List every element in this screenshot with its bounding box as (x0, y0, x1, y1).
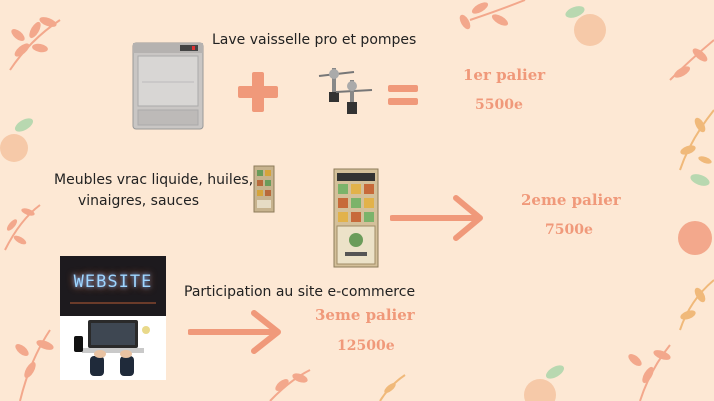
row3-caption: Participation au site e-commerce (184, 284, 416, 300)
small-bulk-shelf-image (253, 165, 275, 213)
plus-icon (238, 72, 278, 112)
tier3-amount: 12500e (337, 338, 395, 354)
tier2-label: 2eme palier (521, 191, 621, 209)
row2-caption-line1: Meubles vrac liquide, huiles, (54, 172, 254, 188)
laptop-desk-image (60, 316, 166, 380)
row2-caption-line2: vinaigres, sauces (78, 193, 200, 209)
bulk-furniture-image (333, 168, 379, 268)
arrow-right-icon (390, 195, 483, 241)
pump-dispensers-image (318, 68, 373, 114)
tier3-label: 3eme palier (315, 306, 415, 324)
arrow-right-icon (188, 310, 281, 354)
tier2-amount: 7500e (545, 222, 593, 238)
tier1-amount: 5500e (475, 97, 523, 113)
website-neon-image: WEBSITE (60, 256, 166, 316)
equals-icon (388, 85, 418, 105)
dishwasher-image (132, 42, 204, 130)
website-sign-text: WEBSITE (73, 272, 153, 292)
row1-caption: Lave vaisselle pro et pompes (212, 32, 417, 48)
tier1-label: 1er palier (463, 66, 546, 84)
